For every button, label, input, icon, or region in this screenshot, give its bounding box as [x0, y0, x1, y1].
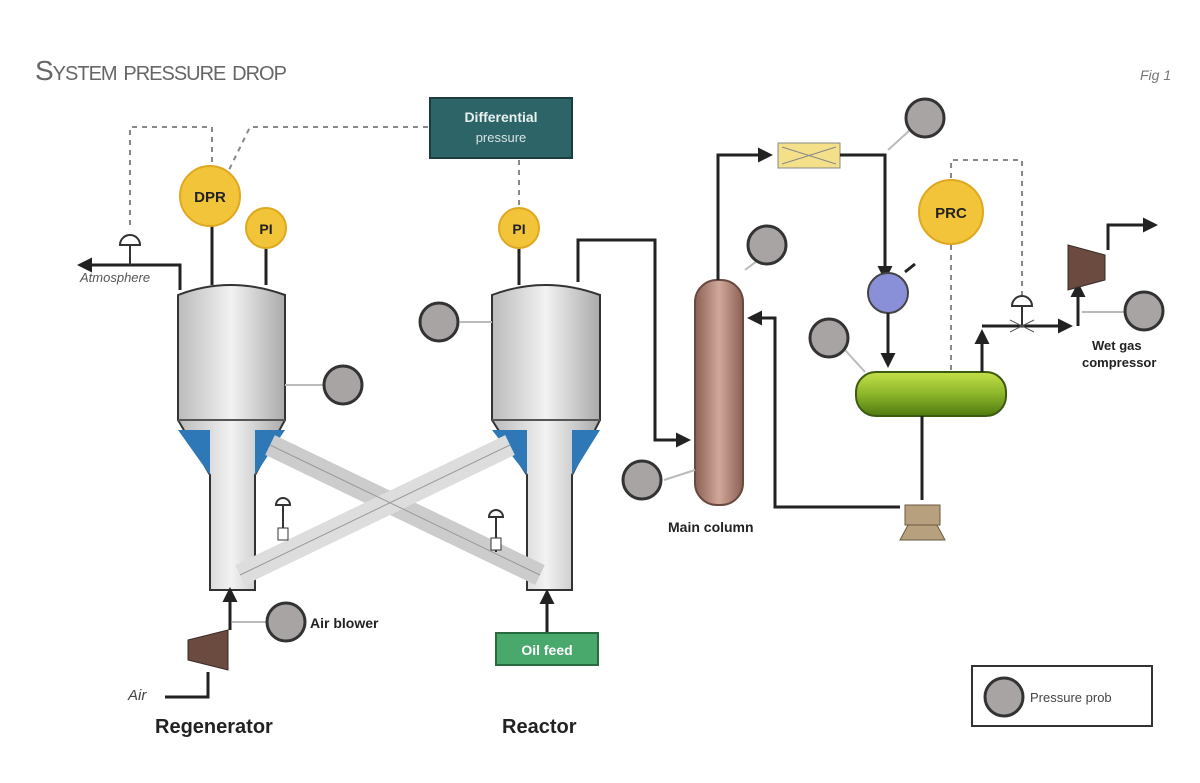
pressure-probe: [1123, 290, 1165, 332]
main-column: [694, 279, 744, 506]
figure-label: Fig 1: [1140, 67, 1171, 83]
diagram-title: System pressure drop: [35, 55, 287, 86]
legend-probe-icon: [983, 676, 1025, 718]
pressure-probe: [322, 364, 364, 406]
pressure-probe: [621, 459, 663, 501]
legend: Pressure prob: [971, 665, 1153, 727]
svg-text:pressure: pressure: [476, 130, 527, 145]
wet-gas-compressor-icon: [1067, 244, 1106, 291]
reactor-label: Reactor: [502, 716, 577, 738]
svg-text:PI: PI: [259, 221, 272, 237]
slide-valve-icon: [487, 509, 505, 552]
main-column-label: Main column: [668, 519, 754, 535]
reflux-drum: [855, 371, 1007, 417]
prc-instrument: PRC: [918, 179, 984, 245]
control-valve-icon: [1009, 295, 1035, 333]
svg-text:Differential: Differential: [464, 109, 537, 125]
pi-instrument: PI: [498, 207, 540, 249]
condenser-icon: [777, 142, 841, 169]
svg-text:DPR: DPR: [194, 189, 226, 206]
svg-text:PI: PI: [512, 221, 525, 237]
regenerator-vessel: [177, 284, 286, 591]
pressure-probe: [746, 224, 788, 266]
heat-exchanger-icon: [867, 262, 916, 314]
differential-pressure-controller: Differential pressure: [429, 97, 573, 159]
atmosphere-label: Atmosphere: [79, 270, 150, 285]
pressure-probe: [808, 317, 850, 359]
svg-text:PRC: PRC: [935, 205, 967, 222]
pressure-probe: [904, 97, 946, 139]
air-blower-icon: [187, 629, 229, 671]
slide-valve-icon: [274, 497, 292, 541]
svg-text:Oil feed: Oil feed: [521, 642, 572, 658]
regenerator-label: Regenerator: [155, 716, 273, 738]
oil-feed-box: Oil feed: [495, 632, 599, 666]
pressure-probe: [418, 301, 460, 343]
reactor-vessel: [491, 284, 601, 591]
air-blower-label: Air blower: [310, 615, 379, 631]
pump-icon: [899, 504, 946, 541]
svg-text:Pressure prob: Pressure prob: [1030, 690, 1112, 705]
control-valve-icon: [118, 234, 142, 265]
air-label: Air: [127, 687, 147, 704]
dpr-instrument: DPR: [179, 165, 241, 227]
pi-instrument: PI: [245, 207, 287, 249]
pressure-probe: [265, 601, 307, 643]
